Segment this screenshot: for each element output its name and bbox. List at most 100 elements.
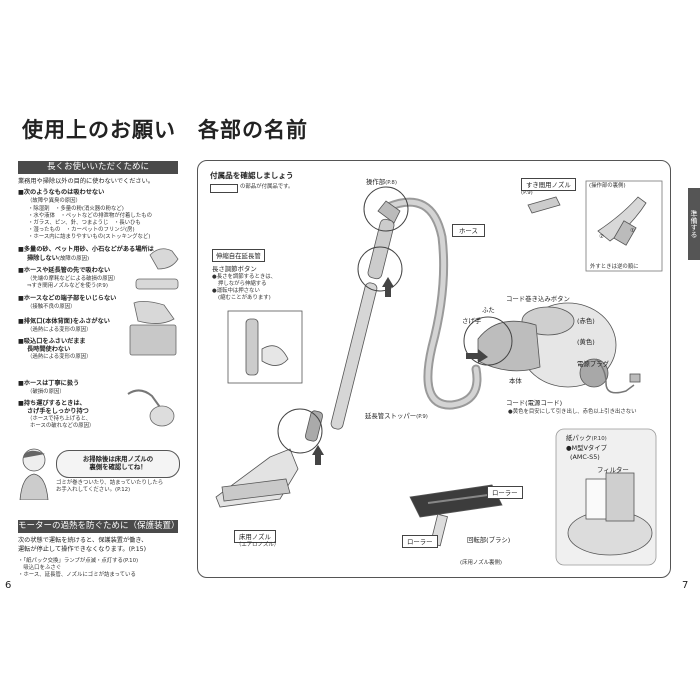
list-item: ・湿ったもの ・カーペットのフリンジ(房) xyxy=(28,227,135,233)
label-sousabu: 操作部(P.8) xyxy=(366,177,397,187)
accessories-note: の部品が付属品です。 xyxy=(240,184,294,190)
label-length-button: 長さ調節ボタン xyxy=(212,265,257,273)
label-sousabu-ref: (P.8) xyxy=(385,180,397,186)
hand-illustration xyxy=(129,248,179,356)
label-step2: ② xyxy=(599,234,604,240)
list-item: ・ガラス、ピン、針、つまようじ ・長いひも xyxy=(28,220,141,226)
label-mv-type: ●M型Vタイプ xyxy=(566,444,608,452)
bubble-line2: 裏側を確認してね！ xyxy=(89,463,147,471)
label-red: (赤色) xyxy=(577,317,595,325)
label-paper-pack-ref: (P.10) xyxy=(591,436,607,442)
label-cord-note: ●黄色を目安にして引き出し、赤色以上引き出さない xyxy=(508,409,637,415)
motor-text-line1: 次の状態で運転を続けると、保護装置が働き、 xyxy=(18,537,148,544)
label-floor-nozzle-sub: （エアロノズル） xyxy=(236,542,280,548)
list-item: 吸込口をふさぐ xyxy=(18,565,62,571)
care-illustrations xyxy=(129,248,179,356)
power-cord-illustration xyxy=(595,358,641,394)
sec2-title: ■多量の砂、ペット用砂、小石などがある場所は xyxy=(18,246,154,253)
sec6-sub: （過熱による変形の原因） xyxy=(27,354,92,360)
section-header-care: 長くお使いいただくために xyxy=(18,161,178,174)
sec3-note: ⇒すき間用ノズルなどを使う(P.9) xyxy=(27,283,108,289)
label-sousabu-text: 操作部 xyxy=(366,178,386,186)
label-stopper-text: 延長管ストッパー xyxy=(365,412,417,420)
list-item: ・除湿剤 ・多量の粉(消火器の粉など) xyxy=(28,206,124,212)
label-remove-note: 外すときは逆の順に xyxy=(590,264,639,270)
list-item: ・ホース、延長管、ノズルにゴミが詰まっている xyxy=(18,572,136,578)
page-number-right: 7 xyxy=(682,580,689,591)
label-paper-pack-text: 紙パック xyxy=(566,434,592,442)
label-plug: 電源プラグ xyxy=(577,360,609,368)
label-extension-pipe: 伸縮自在延長管 xyxy=(212,249,265,262)
floor-nozzle-illustration xyxy=(215,448,299,508)
bubble-note-line1: ゴミが巻きついたり、詰まっていたりしたら xyxy=(56,480,164,486)
label-floor-back: (床用ノズル裏側) xyxy=(460,560,502,566)
sec6-title2: 長時間使わない xyxy=(27,346,71,353)
sec5-sub: （過熱による変形の原因） xyxy=(27,327,92,333)
bubble-note-line2: お手入れしてください。(P.12) xyxy=(56,487,131,493)
arrow-up-icon xyxy=(382,277,394,297)
sec3-title: ■ホースや延長管の先で吸わない xyxy=(18,267,111,274)
section-header-motor: モーターの過熱を防ぐために（保護装置） xyxy=(18,520,180,533)
label-hose: ホース xyxy=(452,224,485,237)
label-filter: フィルター xyxy=(597,466,629,474)
label-brush: 回転部(ブラシ) xyxy=(467,536,511,544)
label-floor-nozzle: 床用ノズル xyxy=(234,530,276,543)
label-sukima-ref: (P.9) xyxy=(521,190,533,196)
label-cord-reel-button: コード巻き込みボタン xyxy=(506,295,570,303)
sec8-sub: （ホースで持ち上げると、 xyxy=(27,416,92,422)
sec8-title: ■持ち運びするときは、 xyxy=(18,400,86,407)
length-note-3: ●運転中は押さない xyxy=(212,288,260,294)
sec2-sub: (故障の原因) xyxy=(57,256,90,262)
paper-pack-detail xyxy=(555,428,657,566)
list-item: ・水や液体 ・ペットなどの排泄物が付着したもの xyxy=(28,213,152,219)
sec7-title: ■ホースは丁寧に扱う xyxy=(18,380,80,387)
label-body: 本体 xyxy=(509,377,522,385)
sec4-title: ■ホースなどの端子部をいじらない xyxy=(18,295,117,302)
sec4-sub: （接触不良の原因） xyxy=(27,304,76,310)
label-sousabu-back: (操作部の裏側) xyxy=(589,183,626,189)
crevice-detail xyxy=(527,180,663,272)
sec7-sub: （破損の原因） xyxy=(27,389,65,395)
motor-text-line2: 運転が停止して操作できなくなります。(P.15) xyxy=(18,546,147,553)
sec1-title: ■次のようなものは吸わせない xyxy=(18,189,105,196)
bubble-line1: お掃除後は床用ノズルの xyxy=(82,455,154,463)
length-note-2: 押しながら伸縮する xyxy=(218,281,267,287)
side-tab-prepare: 準備する xyxy=(688,188,700,260)
page-title: 使用上のお願い 各部の名前 xyxy=(22,118,308,142)
sec2-title2: 掃除しない xyxy=(27,255,58,262)
label-cord: コード(電源コード) xyxy=(506,399,563,407)
sec1-list: ・除湿剤 ・多量の粉(消火器の粉など) ・水や液体 ・ペットなどの排泄物が付着し… xyxy=(28,206,152,241)
sec3-sub: （先端の摩耗などによる破損の原因） xyxy=(27,276,119,282)
sec1-sub: （故障や異臭の原因） xyxy=(27,198,81,204)
label-step1: ① xyxy=(630,228,635,234)
bubble-note: ゴミが巻きついたり、詰まっていたりしたら お手入れしてください。(P.12) xyxy=(56,480,163,494)
vacuum-body-illustration xyxy=(477,302,617,388)
list-item: ・「紙パック交換」ランプが点滅・点灯する(P.10) xyxy=(18,558,139,564)
sec6-title: ■吸込口をふさいだまま xyxy=(18,338,86,345)
length-note-1: ●長さを調節するときは、 xyxy=(212,274,277,280)
sec8-sub2: ホースの破れなどの原因） xyxy=(30,423,95,429)
arrow-up-icon xyxy=(312,445,324,465)
carry-illustration xyxy=(127,389,175,427)
label-roller-2: ローラー xyxy=(402,535,438,548)
length-note-4: (縮むことがあります) xyxy=(218,295,271,301)
length-notes: ●長さを調節するときは、 押しながら伸縮する ●運転中は押さない (縮むことがあ… xyxy=(212,274,276,302)
motor-list: ・「紙パック交換」ランプが点滅・点灯する(P.10) 吸込口をふさぐ ・ホース、… xyxy=(18,558,138,579)
label-sagete: さげ手 xyxy=(462,317,482,325)
label-roller-1: ローラー xyxy=(487,486,523,499)
arrow-icons xyxy=(312,277,488,465)
label-stopper-ref: (P.9) xyxy=(416,414,428,420)
extension-detail xyxy=(227,310,303,384)
label-amc: (AMC-S5) xyxy=(570,453,600,461)
woman-character-icon xyxy=(19,448,49,500)
label-paper-pack: 紙パック(P.10) xyxy=(566,433,607,443)
sec5-title: ■排気口(本体背面)をふさがない xyxy=(18,318,110,325)
accessories-title: 付属品を確認しましょう xyxy=(210,171,294,180)
sec8-title2: さげ手をしっかり持つ xyxy=(27,408,89,415)
label-yellow: (黄色) xyxy=(577,338,595,346)
intro-text: 業務用や掃除以外の目的に使わないでください。 xyxy=(18,178,154,185)
label-stopper: 延長管ストッパー(P.9) xyxy=(365,411,428,421)
page-number-left: 6 xyxy=(5,580,12,591)
speech-bubble: お掃除後は床用ノズルの 裏側を確認してね！ xyxy=(56,450,180,478)
vacuum-diagram xyxy=(215,180,663,566)
